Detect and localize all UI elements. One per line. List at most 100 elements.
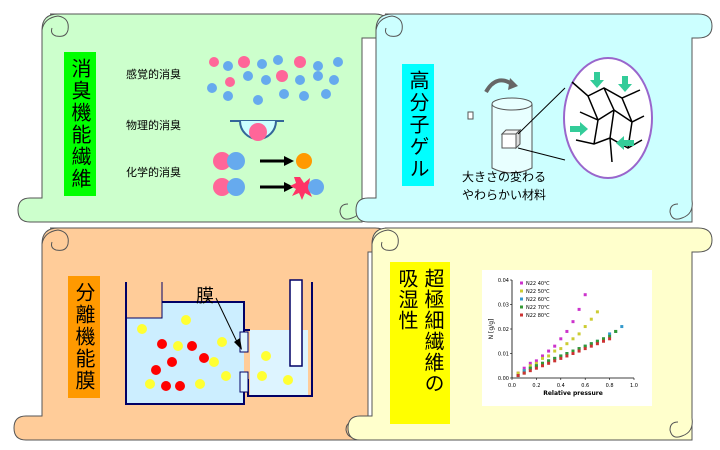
data-point (559, 347, 563, 351)
data-point (583, 347, 587, 351)
membrane-title: 分離機能膜 (68, 276, 100, 398)
deodorant-title: 消臭機能繊維 (64, 52, 96, 196)
y-tick-label: 0.04 (498, 278, 509, 284)
label-physical: 物理的消臭 (126, 119, 181, 132)
data-point (583, 293, 587, 297)
legend-label: N22 80℃ (526, 313, 550, 319)
data-point (522, 366, 526, 370)
data-point (583, 325, 587, 329)
x-tick-label: 1.0 (630, 383, 638, 389)
hygro-title-col2: 吸湿性 (395, 268, 419, 331)
y-tick-label: 0.00 (498, 376, 509, 382)
sensory-molecules (207, 55, 343, 105)
data-point (595, 310, 599, 314)
chart-frame (482, 270, 652, 406)
legend-marker (520, 297, 523, 301)
data-point (534, 364, 538, 368)
data-point (565, 342, 569, 346)
y-tick-label: 0.02 (498, 327, 509, 333)
gel-caption-1: 大きさの変わる (462, 170, 547, 184)
gel-cylinder (467, 78, 566, 174)
data-point (516, 374, 520, 378)
data-point (577, 347, 581, 351)
data-point (589, 342, 593, 346)
y-axis-label: N [g/g] (488, 319, 495, 340)
data-point (565, 329, 569, 333)
x-tick-label: 0.0 (508, 383, 516, 389)
gel-title: 高分子ゲル (402, 64, 434, 186)
x-tick-label: 0.6 (581, 383, 589, 389)
gel-caption-2: やわらかい材料 (462, 188, 547, 202)
data-point (528, 364, 532, 368)
data-point (541, 354, 544, 358)
data-point (577, 307, 581, 311)
physical-adsorption (230, 120, 284, 141)
legend-label: N22 70℃ (526, 305, 550, 311)
label-sensory: 感覚的消臭 (126, 68, 181, 81)
legend-label: N22 40℃ (526, 281, 550, 287)
data-point (571, 320, 575, 324)
data-point (571, 352, 575, 355)
data-point (522, 371, 526, 375)
membrane-label: 膜 (196, 286, 214, 307)
data-point (541, 361, 544, 365)
chemical-reaction (213, 152, 324, 200)
legend-label: N22 60℃ (526, 297, 550, 303)
data-point (547, 354, 551, 358)
data-point (565, 352, 569, 355)
data-point (595, 342, 599, 346)
data-point (620, 325, 624, 329)
data-point (547, 349, 551, 353)
data-point (595, 339, 599, 343)
data-point (547, 361, 551, 365)
data-point (602, 339, 605, 343)
data-point (522, 369, 526, 373)
data-point (528, 366, 532, 370)
gel-network-zoom (563, 57, 653, 179)
x-tick-label: 0.2 (532, 383, 540, 389)
data-point (534, 359, 538, 363)
y-tick-label: 0.01 (498, 352, 509, 358)
data-point (553, 344, 557, 348)
data-point (541, 364, 544, 368)
data-point (534, 366, 538, 370)
data-point (541, 356, 544, 360)
membrane-apparatus (125, 279, 313, 405)
data-point (614, 329, 618, 333)
data-point (571, 337, 575, 341)
legend-marker (520, 281, 523, 285)
data-point (559, 354, 563, 358)
data-point (565, 354, 569, 358)
legend-marker (520, 313, 523, 317)
data-point (559, 356, 563, 360)
x-tick-label: 0.4 (557, 383, 565, 389)
data-point (553, 356, 557, 360)
data-point (577, 349, 581, 353)
data-point (528, 361, 532, 365)
data-point (602, 337, 605, 341)
x-axis-label: Relative pressure (543, 390, 603, 397)
data-point (589, 344, 593, 348)
x-tick-label: 0.8 (606, 383, 614, 389)
data-point (577, 332, 581, 336)
data-point (571, 349, 575, 353)
data-point (608, 334, 612, 338)
data-point (608, 337, 612, 341)
data-point (528, 369, 532, 373)
y-tick-label: 0.03 (498, 303, 509, 309)
hygro-title: 超極細繊維の 吸湿性 (390, 262, 450, 424)
data-point (553, 359, 557, 363)
label-chemical: 化学的消臭 (126, 166, 181, 179)
data-point (583, 344, 587, 348)
data-point (589, 317, 593, 321)
hygro-title-col1: 超極細繊維の (421, 268, 445, 394)
data-point (553, 349, 557, 353)
sorption-chart: 0.0 0.2 0.4 0.6 0.8 1.0 0.00 0.01 0.02 0.03 0.04Re… (488, 278, 638, 397)
data-point (559, 337, 563, 341)
legend-marker (520, 289, 523, 293)
data-point (534, 361, 538, 365)
data-point (547, 359, 551, 363)
legend-label: N22 50℃ (526, 289, 550, 295)
data-point (516, 371, 520, 375)
